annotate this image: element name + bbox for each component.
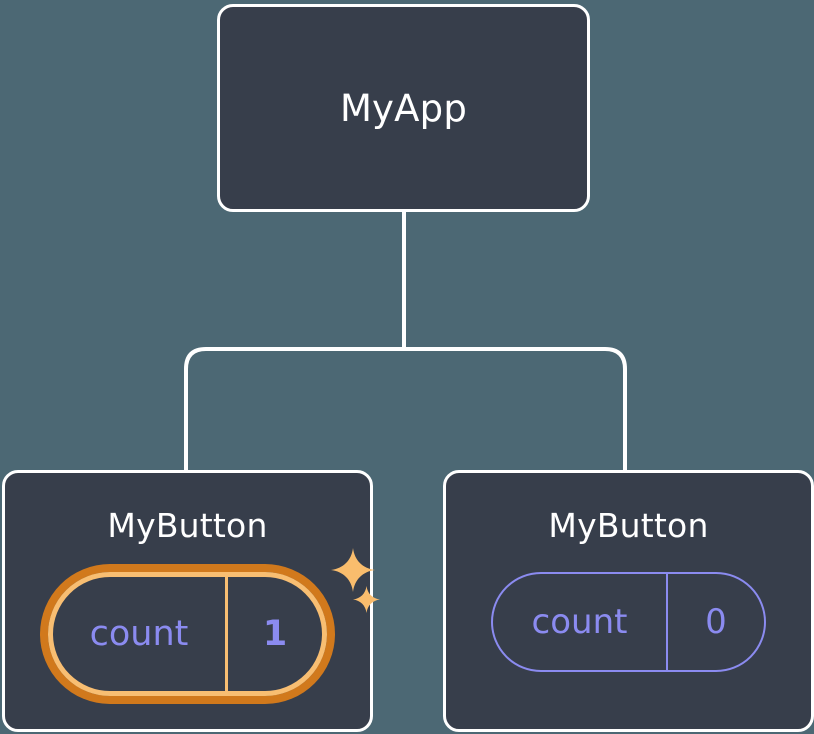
state-value-label: 0 — [666, 574, 764, 670]
state-pill-highlighted: count 1 — [48, 548, 380, 696]
state-key-label: count — [89, 613, 189, 654]
sparkle-large-icon — [331, 548, 375, 592]
sparkle-small-icon — [353, 586, 380, 613]
sparkle-group — [327, 548, 387, 628]
state-key-label: count — [531, 602, 628, 642]
connector-branch-left — [184, 347, 404, 470]
component-name-label: MyButton — [107, 506, 268, 545]
state-pill-default: count 0 — [491, 572, 766, 672]
connector-branch-right — [404, 347, 627, 470]
state-value-label: 1 — [225, 577, 322, 691]
component-node-myapp[interactable]: MyApp — [217, 4, 590, 212]
component-name-label: MyApp — [339, 86, 468, 130]
component-name-label: MyButton — [548, 506, 709, 545]
component-node-mybutton-right[interactable]: MyButton count 0 — [443, 470, 814, 732]
state-pill[interactable]: count 0 — [491, 572, 766, 672]
state-pill[interactable]: count 1 — [48, 572, 327, 696]
component-node-mybutton-left[interactable]: MyButton count 1 — [2, 470, 380, 732]
